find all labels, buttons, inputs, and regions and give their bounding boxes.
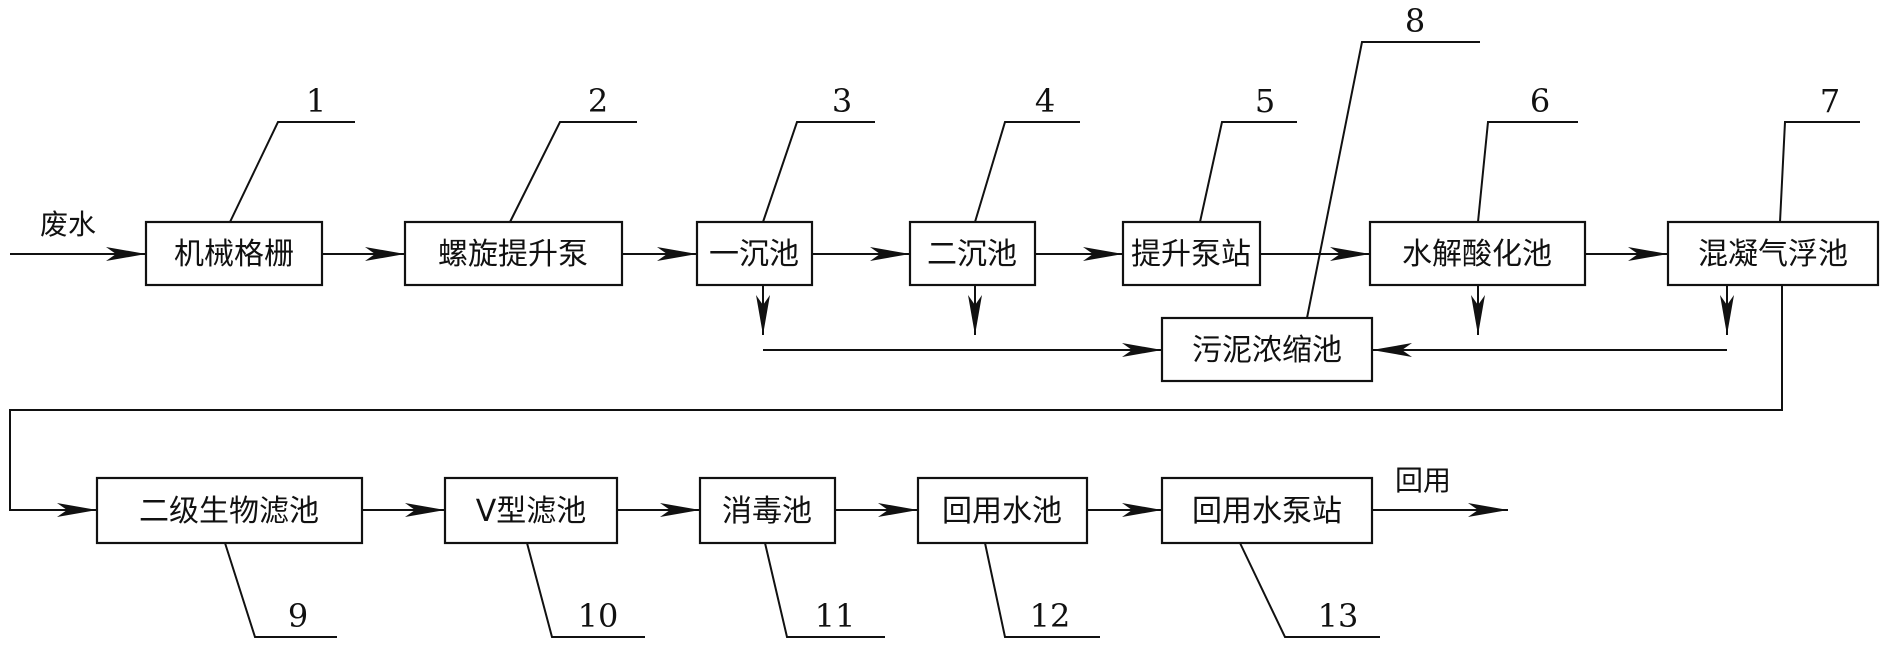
input-label: 废水: [40, 208, 96, 241]
unit-5-number: 5: [1255, 82, 1275, 120]
unit-12-label: 回用水池: [942, 494, 1062, 529]
unit-5-label: 提升泵站: [1131, 237, 1251, 272]
unit-1-box: 机械格栅: [144, 220, 324, 287]
unit-9-box: 二级生物滤池: [95, 476, 364, 545]
unit-7-label: 混凝气浮池: [1698, 237, 1848, 272]
unit-10-number: 10: [578, 597, 619, 635]
unit-12-number: 12: [1030, 597, 1071, 635]
unit-11-label: 消毒池: [722, 494, 812, 529]
leader-10: [526, 542, 645, 638]
leader-2: [509, 121, 637, 223]
leader-8: [1306, 41, 1480, 319]
unit-6-box: 水解酸化池: [1368, 220, 1587, 287]
unit-6-label: 水解酸化池: [1402, 237, 1552, 272]
unit-9-number: 9: [288, 597, 308, 635]
unit-12-box: 回用水池: [916, 476, 1089, 545]
leader-4: [974, 121, 1080, 223]
leader-7: [1779, 121, 1860, 223]
unit-13-box: 回用水泵站: [1160, 476, 1374, 545]
unit-5-box: 提升泵站: [1121, 220, 1262, 287]
unit-8-label: 污泥浓缩池: [1192, 333, 1342, 368]
flow-7-to-9-wrap: [9, 285, 1783, 517]
unit-4-box: 二沉池: [908, 220, 1037, 287]
unit-9-label: 二级生物滤池: [139, 494, 319, 529]
unit-13-label: 回用水泵站: [1192, 494, 1342, 529]
unit-7-box: 混凝气浮池: [1666, 220, 1880, 287]
unit-11-number: 11: [815, 597, 856, 635]
unit-11-box: 消毒池: [698, 476, 837, 545]
leader-12: [984, 542, 1100, 638]
leader-6: [1477, 121, 1578, 223]
unit-10-box: V型滤池: [443, 476, 619, 545]
unit-8-box: 污泥浓缩池: [1160, 316, 1374, 383]
unit-6-number: 6: [1530, 82, 1550, 120]
leader-9: [224, 542, 337, 638]
unit-3-label: 一沉池: [709, 237, 799, 272]
unit-4-label: 二沉池: [927, 237, 1017, 272]
unit-10-label: V型滤池: [476, 494, 587, 529]
unit-13-number: 13: [1318, 597, 1359, 635]
leader-11: [764, 542, 885, 638]
unit-3-number: 3: [832, 82, 852, 120]
unit-3-box: 一沉池: [695, 220, 814, 287]
unit-8-number: 8: [1405, 2, 1425, 40]
leader-5: [1199, 121, 1297, 223]
unit-4-number: 4: [1035, 82, 1055, 120]
output-label: 回用: [1395, 464, 1451, 497]
leader-13: [1239, 542, 1380, 638]
unit-1-number: 1: [306, 82, 326, 120]
leader-1: [229, 121, 355, 223]
unit-7-number: 7: [1820, 82, 1840, 120]
unit-2-number: 2: [588, 82, 608, 120]
unit-1-label: 机械格栅: [174, 237, 294, 272]
leader-3: [762, 121, 875, 223]
unit-2-box: 螺旋提升泵: [403, 220, 624, 287]
unit-2-label: 螺旋提升泵: [438, 237, 588, 272]
